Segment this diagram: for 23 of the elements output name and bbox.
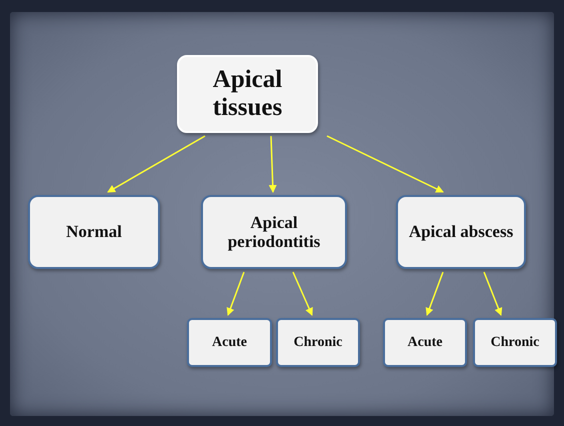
category-box — [473, 318, 557, 367]
arrow — [483, 272, 502, 316]
arrow — [426, 272, 444, 316]
category-box — [201, 195, 347, 269]
root-box — [177, 55, 318, 133]
category-box — [276, 318, 360, 367]
node-label: Acute — [408, 334, 442, 350]
arrow — [292, 272, 313, 316]
arrow — [107, 135, 206, 193]
arrow — [226, 272, 245, 316]
category-box — [28, 195, 160, 269]
node-label: Apical tissues — [212, 66, 284, 122]
category-box — [383, 318, 467, 367]
arrow — [268, 136, 277, 193]
category-box — [396, 195, 526, 269]
node-label: Acute — [212, 334, 247, 350]
node-label: Normal — [66, 222, 122, 242]
node-label: Apical periodontitis — [226, 212, 322, 252]
category-box — [187, 318, 272, 367]
node-label: Chronic — [294, 334, 342, 350]
node-label: Chronic — [490, 334, 540, 350]
node-label: Apical abscess — [408, 222, 514, 242]
arrow — [326, 135, 444, 193]
